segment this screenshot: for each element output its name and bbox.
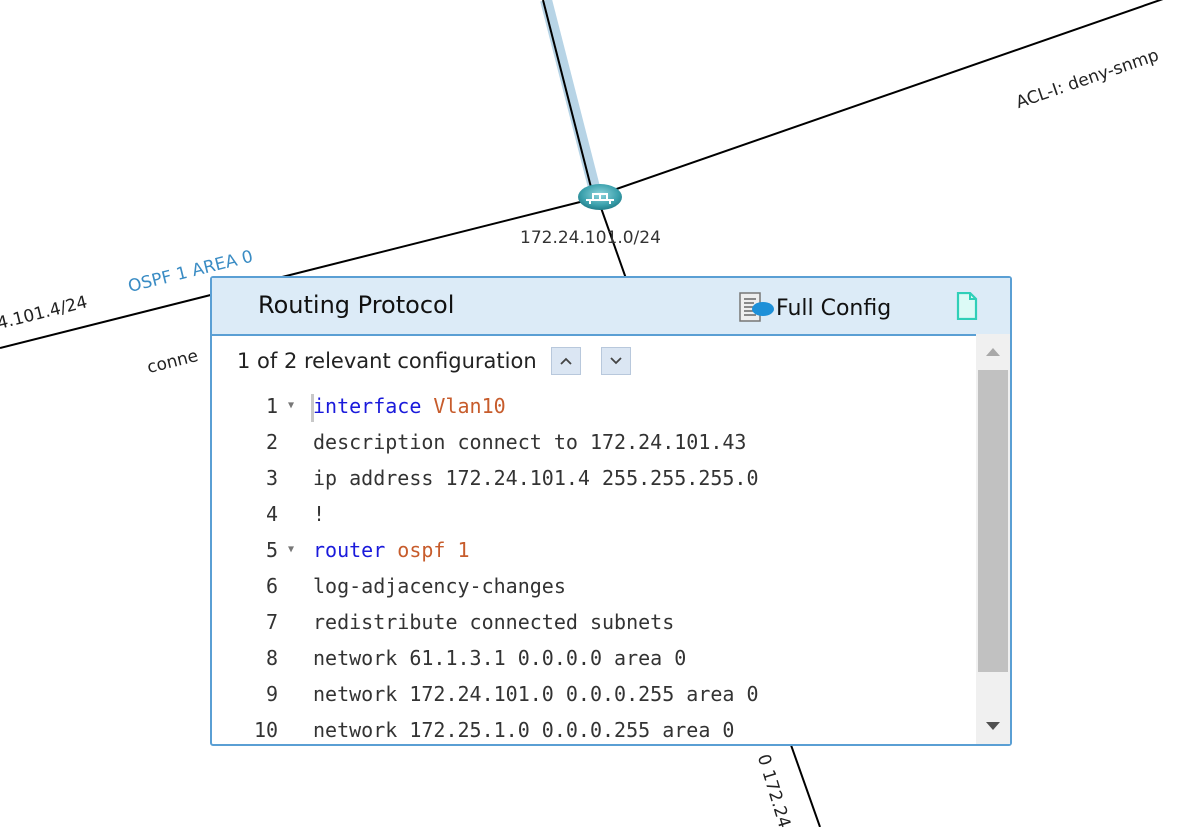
code-text: interface Vlan10 <box>313 388 506 424</box>
code-text: network 172.25.1.0 0.0.0.255 area 0 <box>313 718 735 742</box>
document-icon[interactable] <box>956 292 978 320</box>
code-text: network 61.1.3.1 0.0.0.0 area 0 <box>313 646 687 670</box>
code-argument: ospf 1 <box>397 538 470 562</box>
link-northeast[interactable] <box>604 0 1189 194</box>
next-config-button[interactable] <box>600 347 631 375</box>
code-text: ip address 172.24.101.4 255.255.255.0 <box>313 466 759 490</box>
line-number: 1 <box>266 394 279 418</box>
code-line[interactable]: 7 redistribute connected subnets <box>212 604 976 640</box>
relevant-config-nav: 1 of 2 relevant configuration <box>237 347 631 375</box>
popup-title: Routing Protocol <box>258 291 455 319</box>
fold-arrow-icon[interactable]: ▼ <box>288 544 295 555</box>
config-code-editor[interactable]: 1 ▼ interface Vlan10 2 description conne… <box>212 388 976 748</box>
code-text: ! <box>313 502 326 526</box>
scroll-down-button[interactable] <box>976 708 1010 744</box>
code-line[interactable]: 9 network 172.24.101.0 0.0.0.255 area 0 <box>212 676 976 712</box>
relevant-config-counter: 1 of 2 relevant configuration <box>237 349 537 373</box>
link-north[interactable] <box>542 0 594 196</box>
code-keyword: router <box>313 538 386 562</box>
code-text: network 172.24.101.0 0.0.0.255 area 0 <box>313 682 759 706</box>
chevron-up-icon <box>560 357 572 365</box>
line-number: 6 <box>266 574 279 598</box>
code-text: description connect to 172.24.101.43 <box>313 430 747 454</box>
line-number: 9 <box>266 682 279 706</box>
code-line[interactable]: 10 network 172.25.1.0 0.0.0.255 area 0 <box>212 712 976 748</box>
code-line[interactable]: 4 ! <box>212 496 976 532</box>
code-line[interactable]: 2 description connect to 172.24.101.43 <box>212 424 976 460</box>
full-config-button[interactable]: Full Config <box>738 292 891 324</box>
router-icon[interactable] <box>578 184 622 210</box>
highlighted-link[interactable] <box>540 0 602 197</box>
code-line[interactable]: 6 log-adjacency-changes <box>212 568 976 604</box>
code-keyword: interface <box>313 394 422 418</box>
code-line[interactable]: 3 ip address 172.24.101.4 255.255.255.0 <box>212 460 976 496</box>
code-line[interactable]: 1 ▼ interface Vlan10 <box>212 388 976 424</box>
line-number: 10 <box>254 718 279 742</box>
code-text: router ospf 1 <box>313 532 470 568</box>
scrollbar-thumb[interactable] <box>978 370 1008 672</box>
line-number: 5 <box>266 538 279 562</box>
line-number: 2 <box>266 430 279 454</box>
code-line[interactable]: 5 ▼ router ospf 1 <box>212 532 976 568</box>
link-west[interactable] <box>0 199 589 349</box>
triangle-up-icon <box>986 348 1000 356</box>
popup-header: Routing Protocol Full Config <box>212 278 1010 336</box>
line-number: 4 <box>266 502 279 526</box>
code-line[interactable]: 8 network 61.1.3.1 0.0.0.0 area 0 <box>212 640 976 676</box>
line-number: 3 <box>266 466 279 490</box>
vertical-scrollbar[interactable] <box>976 334 1010 744</box>
code-text: log-adjacency-changes <box>313 574 566 598</box>
line-number: 7 <box>266 610 279 634</box>
config-file-icon <box>739 292 774 322</box>
text-cursor <box>311 394 314 422</box>
full-config-label: Full Config <box>776 295 892 321</box>
chevron-down-icon <box>610 357 622 365</box>
previous-config-button[interactable] <box>550 347 581 375</box>
triangle-down-icon <box>986 722 1000 730</box>
line-number: 8 <box>266 646 279 670</box>
code-argument: Vlan10 <box>433 394 506 418</box>
fold-arrow-icon[interactable]: ▼ <box>288 400 295 411</box>
code-text: redistribute connected subnets <box>313 610 675 634</box>
routing-protocol-popup: Routing Protocol Full Config 1 of 2 rele… <box>210 276 1012 746</box>
subnet-label: 172.24.101.0/24 <box>520 228 661 248</box>
scroll-up-button[interactable] <box>976 334 1010 370</box>
